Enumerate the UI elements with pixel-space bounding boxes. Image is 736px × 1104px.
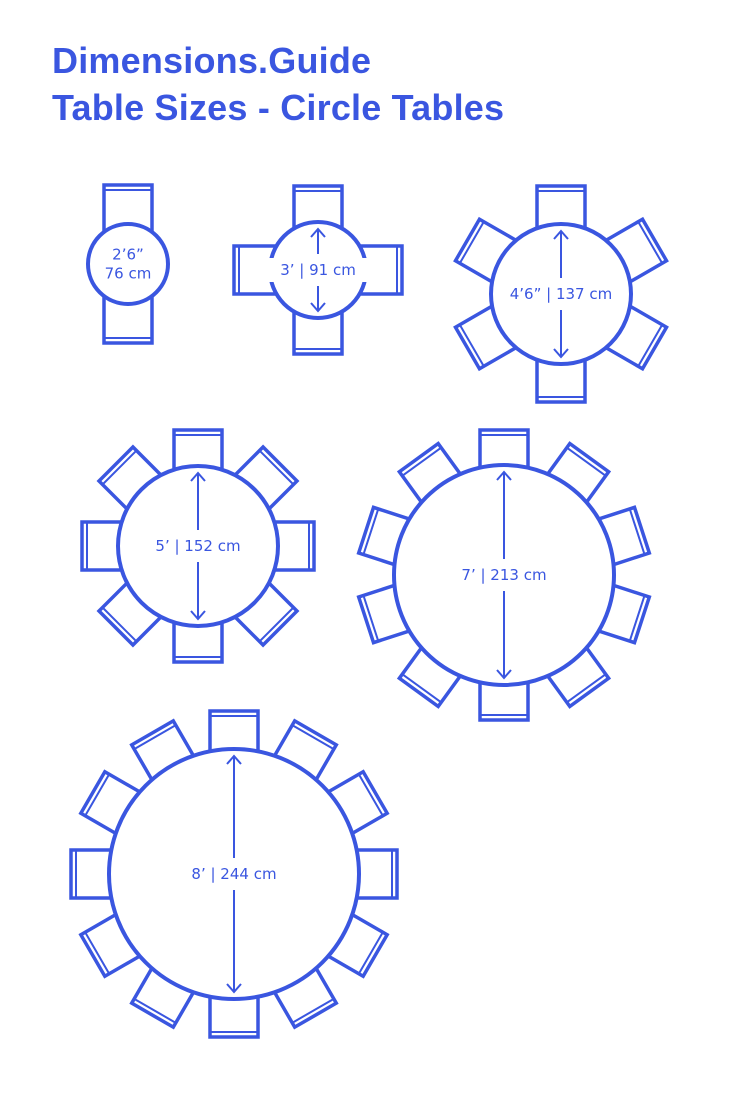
arrowhead-up-icon — [496, 470, 512, 481]
arrowhead-down-icon — [553, 348, 569, 359]
brand-title: Dimensions.Guide — [52, 40, 372, 81]
table-top — [86, 222, 170, 306]
table-group-7ft: 7’ | 213 cm — [356, 428, 652, 722]
table-dimension-label: 4’6” | 137 cm — [510, 285, 612, 303]
arrowhead-down-icon — [496, 669, 512, 680]
table-dimension-label: 8’ | 244 cm — [191, 865, 276, 883]
arrowhead-up-icon — [310, 227, 326, 238]
arrowhead-up-icon — [190, 471, 206, 482]
arrowhead-up-icon — [553, 229, 569, 240]
table-group-8ft: 8’ | 244 cm — [69, 709, 399, 1039]
table-group-5ft: 5’ | 152 cm — [80, 428, 316, 664]
arrowhead-down-icon — [190, 610, 206, 621]
table-group-3ft: 3’ | 91 cm — [232, 184, 404, 356]
table-group-4ft6: 4’6” | 137 cm — [453, 184, 669, 404]
table-dimension-label: 5’ | 152 cm — [155, 537, 240, 555]
table-dimension-label: 2’6” — [112, 246, 144, 264]
table-dimension-label: 76 cm — [105, 265, 152, 283]
table-dimension-label: 7’ | 213 cm — [461, 566, 546, 584]
page-title: Table Sizes - Circle Tables — [52, 87, 505, 128]
table-group-2ft6: 2’6”76 cm — [86, 183, 170, 345]
arrowhead-up-icon — [226, 754, 242, 765]
table-dimension-label: 3’ | 91 cm — [280, 261, 356, 279]
arrowhead-down-icon — [310, 302, 326, 313]
arrowhead-down-icon — [226, 983, 242, 994]
